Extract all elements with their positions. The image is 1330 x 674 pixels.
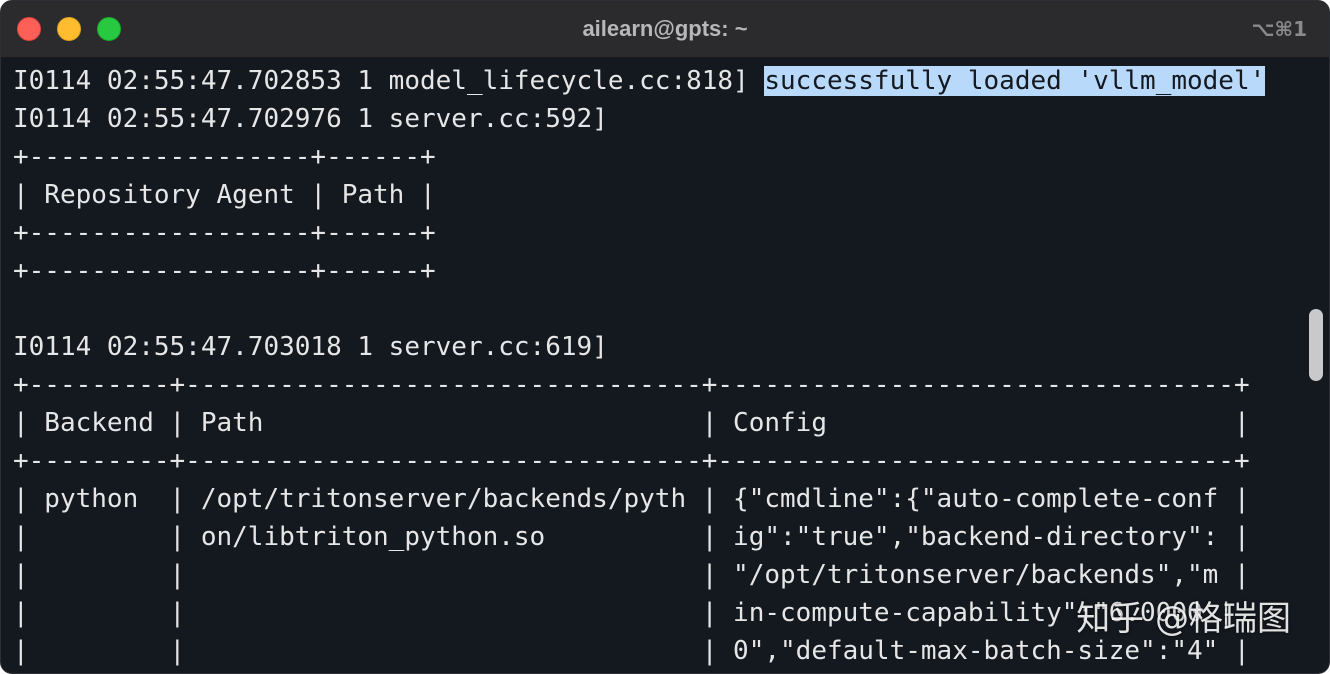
terminal-line: +------------------+------+ bbox=[13, 138, 1303, 176]
window-title: ailearn@gpts: ~ bbox=[582, 16, 748, 41]
terminal-line: +------------------+------+ bbox=[13, 214, 1303, 252]
terminal-line: | | | in-compute-capability":"6.0000 | bbox=[13, 594, 1303, 632]
terminal-line-text: I0114 02:55:47.702976 1 server.cc:592] bbox=[13, 104, 608, 134]
terminal-line-text: | | | in-compute-capability":"6.0000 | bbox=[13, 598, 1234, 628]
terminal-line: +---------+-----------------------------… bbox=[13, 442, 1303, 480]
terminal-line-text: I0114 02:55:47.702853 1 model_lifecycle.… bbox=[13, 66, 765, 96]
maximize-button[interactable] bbox=[97, 17, 121, 41]
terminal-line-text: +---------+-----------------------------… bbox=[13, 370, 1250, 400]
terminal-line: | python | /opt/tritonserver/backends/py… bbox=[13, 480, 1303, 518]
scrollbar-thumb[interactable] bbox=[1309, 309, 1323, 381]
watermark: 知乎 @格瑞图 bbox=[1076, 599, 1291, 639]
terminal-line-text: | | | "/opt/tritonserver/backends","m | bbox=[13, 560, 1250, 590]
scrollbar[interactable] bbox=[1305, 57, 1329, 673]
terminal-output[interactable]: I0114 02:55:47.702853 1 model_lifecycle.… bbox=[13, 62, 1303, 673]
terminal-line: +------------------+------+ bbox=[13, 252, 1303, 290]
title-bar[interactable]: ailearn@gpts: ~ ⌥⌘1 bbox=[1, 1, 1329, 58]
terminal-line: | Backend | Path | Config | bbox=[13, 404, 1303, 442]
terminal-line-text: +------------------+------+ bbox=[13, 142, 436, 172]
terminal-line-text: +---------+-----------------------------… bbox=[13, 446, 1250, 476]
terminal-line-text: | Repository Agent | Path | bbox=[13, 180, 436, 210]
terminal-line-text: | Backend | Path | Config | bbox=[13, 408, 1250, 438]
terminal-line: I0114 02:55:47.702976 1 server.cc:592] bbox=[13, 100, 1303, 138]
window-shortcut: ⌥⌘1 bbox=[1251, 17, 1307, 41]
terminal-line: +---------+-----------------------------… bbox=[13, 366, 1303, 404]
terminal-line-text: | python | /opt/tritonserver/backends/py… bbox=[13, 484, 1250, 514]
terminal-line: I0114 02:55:47.702853 1 model_lifecycle.… bbox=[13, 62, 1303, 100]
terminal-line: I0114 02:55:47.703018 1 server.cc:619] bbox=[13, 328, 1303, 366]
minimize-button[interactable] bbox=[57, 17, 81, 41]
terminal-line: | | | 0","default-max-batch-size":"4" | bbox=[13, 632, 1303, 670]
selected-text[interactable]: successfully loaded 'vllm_model' bbox=[764, 66, 1266, 96]
terminal-line: | | on/libtriton_python.so | ig":"true",… bbox=[13, 518, 1303, 556]
terminal-line-text: | | | 0","default-max-batch-size":"4" | bbox=[13, 636, 1250, 666]
terminal-line-text: | | on/libtriton_python.so | ig":"true",… bbox=[13, 522, 1250, 552]
terminal-line-text: +------------------+------+ bbox=[13, 256, 436, 286]
terminal-line bbox=[13, 290, 1303, 328]
terminal-line: | | | "/opt/tritonserver/backends","m | bbox=[13, 556, 1303, 594]
terminal-line-text: I0114 02:55:47.703018 1 server.cc:619] bbox=[13, 332, 608, 362]
terminal-line-text: +------------------+------+ bbox=[13, 218, 436, 248]
terminal-line: | Repository Agent | Path | bbox=[13, 176, 1303, 214]
close-button[interactable] bbox=[17, 17, 41, 41]
